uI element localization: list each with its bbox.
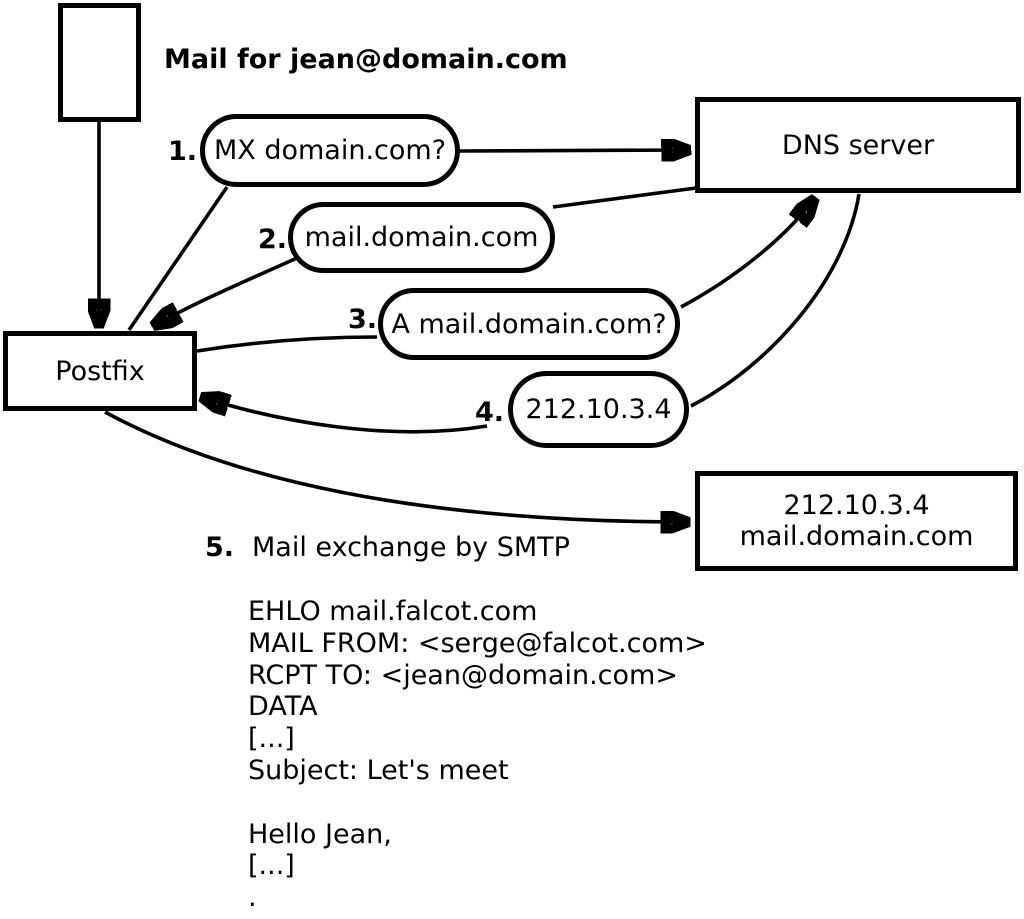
step4-answer-bubble: 212.10.3.4 — [508, 371, 689, 448]
step5-label: Mail exchange by SMTP — [252, 532, 570, 563]
step3-number: 3. — [347, 304, 377, 335]
line-postfix-to-step1 — [127, 185, 229, 332]
arrow-step4-to-postfix — [201, 397, 488, 434]
arrow-step1-to-dns — [458, 150, 690, 151]
arrow-step2-to-postfix — [153, 256, 298, 326]
dns-server-node: DNS server — [695, 97, 1021, 193]
step2-number: 2. — [257, 224, 287, 255]
diagram-title: Mail for jean@domain.com — [164, 44, 568, 75]
mail-message-node — [58, 3, 141, 122]
mail-server-hostname: mail.domain.com — [739, 521, 974, 552]
mail-server-ip: 212.10.3.4 — [783, 490, 930, 521]
smtp-session-text: EHLO mail.falcot.com MAIL FROM: <serge@f… — [248, 596, 707, 914]
mail-server-node: 212.10.3.4 mail.domain.com — [695, 471, 1018, 571]
postfix-node: Postfix — [3, 331, 197, 411]
postfix-node-label: Postfix — [55, 355, 145, 387]
step1-query-text: MX domain.com? — [213, 135, 447, 166]
step3-query-text: A mail.domain.com? — [391, 308, 667, 340]
line-dns-to-step4 — [690, 193, 861, 408]
step4-number: 4. — [474, 397, 504, 428]
dns-server-label: DNS server — [781, 129, 935, 161]
line-postfix-to-step3 — [196, 335, 378, 353]
step3-query-bubble: A mail.domain.com? — [378, 288, 680, 360]
step1-number: 1. — [167, 136, 197, 167]
step1-query-bubble: MX domain.com? — [200, 114, 460, 187]
step5-number: 5. — [204, 532, 234, 563]
step2-answer-text: mail.domain.com — [304, 222, 539, 253]
arrow-postfix-to-mailserver — [104, 410, 689, 522]
arrow-step3-to-dns — [680, 198, 815, 309]
step4-answer-text: 212.10.3.4 — [525, 394, 672, 425]
step2-answer-bubble: mail.domain.com — [288, 202, 555, 273]
line-dns-to-step2 — [552, 186, 697, 209]
